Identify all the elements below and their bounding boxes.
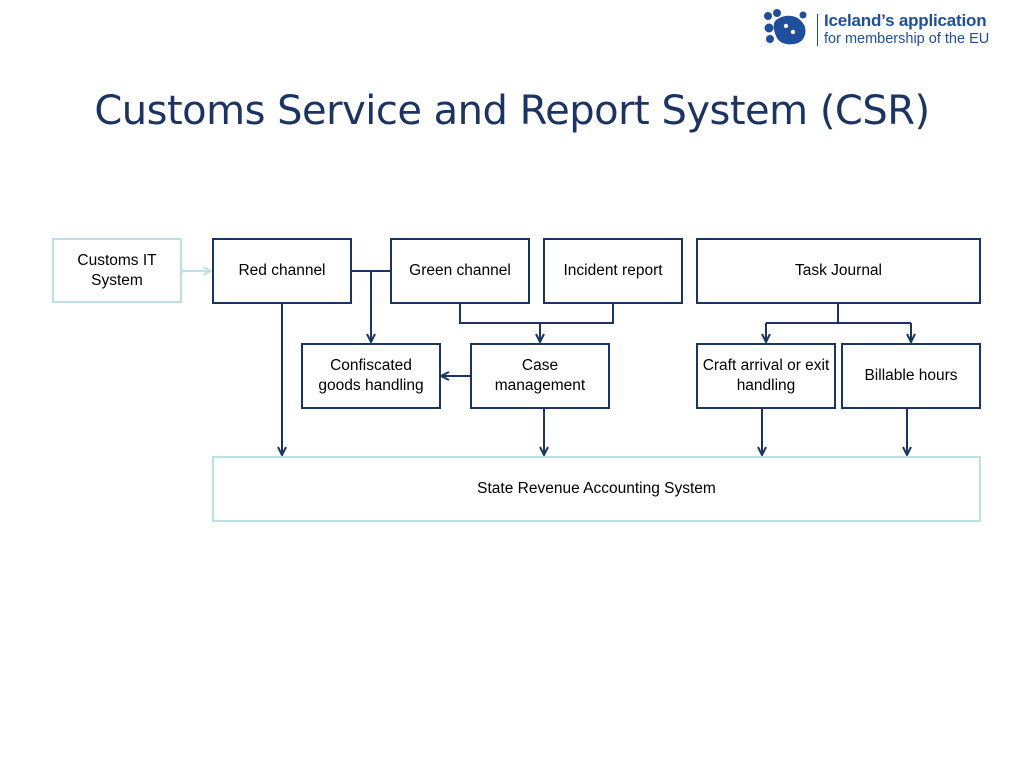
node-green-channel: Green channel [390, 238, 530, 304]
node-case-management: Case management [470, 343, 610, 409]
iceland-logo-icon [764, 9, 807, 45]
logo-line-1: Iceland’s application [824, 11, 987, 30]
logo-divider [817, 14, 818, 46]
node-customs-it-system: Customs IT System [52, 238, 182, 303]
iceland-application-logo: Iceland’s application for membership of … [762, 8, 1012, 48]
node-confiscated-goods-handling: Confiscated goods handling [301, 343, 441, 409]
page-title: Customs Service and Report System (CSR) [94, 88, 930, 134]
logo-line-2: for membership of the EU [824, 31, 990, 47]
connector-green-incident-bracket [459, 303, 614, 324]
node-incident-report: Incident report [543, 238, 683, 304]
node-craft-arrival-exit-handling: Craft arrival or exit handling [696, 343, 836, 409]
node-task-journal: Task Journal [696, 238, 981, 304]
node-red-channel: Red channel [212, 238, 352, 304]
node-billable-hours: Billable hours [841, 343, 981, 409]
node-state-revenue-accounting-system: State Revenue Accounting System [212, 456, 981, 522]
